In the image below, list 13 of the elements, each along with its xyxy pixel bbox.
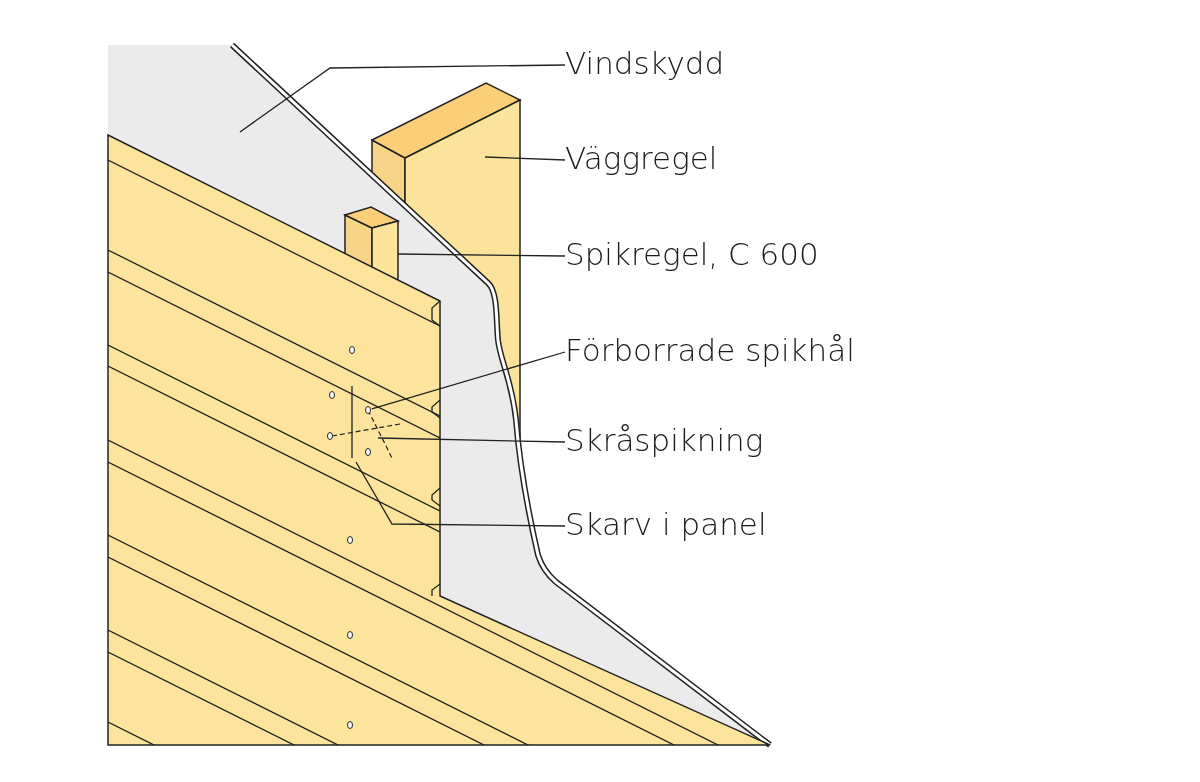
leader-line bbox=[397, 253, 566, 257]
part-label: Spikregel, C 600 bbox=[565, 236, 819, 272]
leader-line bbox=[239, 64, 566, 133]
part-label: Förborrade spikhål bbox=[565, 332, 855, 368]
nail-hole bbox=[365, 406, 371, 414]
part-label: Vindskydd bbox=[565, 45, 725, 81]
leader-line bbox=[484, 156, 566, 161]
part-label: Skråspikning bbox=[565, 422, 764, 458]
part-label: Väggregel bbox=[565, 140, 718, 176]
leader-line bbox=[371, 351, 566, 410]
leader-line bbox=[355, 461, 566, 527]
part-label: Skarv i panel bbox=[565, 506, 767, 542]
leader-line bbox=[377, 437, 566, 443]
